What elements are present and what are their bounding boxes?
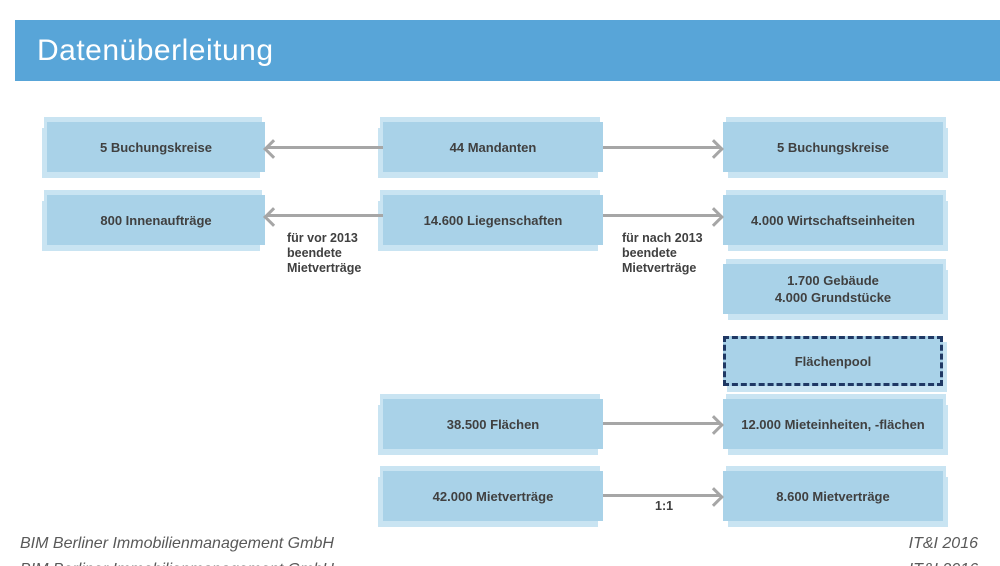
box-mietvertraege-8600: 8.600 Mietverträge: [723, 471, 943, 521]
box-label: 14.600 Liegenschaften: [423, 212, 563, 228]
arrow-mandanten-to-buchungskreise-left-icon: [267, 146, 383, 149]
footer-company-clipped: BIM Berliner Immobilienmanagement GmbH: [20, 561, 334, 566]
box-flaechen: 38.500 Flächen: [383, 399, 603, 449]
footer-event-clipped: IT&I 2016: [909, 561, 978, 566]
box-wirtschaftseinheiten: 4.000 Wirtschaftseinheiten: [723, 195, 943, 245]
box-flaechenpool: Flächenpool: [723, 336, 943, 386]
footer-company: BIM Berliner Immobilienmanagement GmbH: [20, 535, 334, 552]
box-label: 5 Buchungskreise: [100, 139, 212, 155]
box-mandanten: 44 Mandanten: [383, 122, 603, 172]
box-gebaeude-grundstuecke: 1.700 Gebäude 4.000 Grundstücke: [723, 264, 943, 314]
arrow-flaechen-to-mieteinheiten-icon: [603, 422, 720, 425]
footer-clipped-repeat: BIM Berliner Immobilienmanagement GmbH I…: [20, 561, 978, 566]
box-liegenschaften: 14.600 Liegenschaften: [383, 195, 603, 245]
label-vor-2013: für vor 2013 beendete Mietverträge: [287, 231, 362, 275]
footer: BIM Berliner Immobilienmanagement GmbH I…: [20, 535, 978, 553]
slide-title-bar: Datenüberleitung: [15, 20, 1000, 81]
box-mieteinheiten: 12.000 Mieteinheiten, -flächen: [723, 399, 943, 449]
arrow-mietvertraege-icon: [603, 494, 720, 497]
box-label: Flächenpool: [794, 353, 872, 369]
footer-event: IT&I 2016: [908, 535, 978, 552]
box-innenauftraege: 800 Innenaufträge: [47, 195, 265, 245]
box-buchungskreise-left: 5 Buchungskreise: [47, 122, 265, 172]
page-title: Datenüberleitung: [37, 33, 274, 67]
box-buchungskreise-right: 5 Buchungskreise: [723, 122, 943, 172]
arrow-liegenschaften-to-innenauftraege-icon: [267, 214, 383, 217]
box-label: 5 Buchungskreise: [777, 139, 889, 155]
arrow-mandanten-to-buchungskreise-right-icon: [603, 146, 720, 149]
box-label: 4.000 Wirtschaftseinheiten: [751, 212, 915, 228]
box-label: 1.700 Gebäude 4.000 Grundstücke: [774, 273, 892, 305]
box-mietvertraege-42000: 42.000 Mietverträge: [383, 471, 603, 521]
box-label: 8.600 Mietverträge: [776, 488, 890, 504]
label-nach-2013: für nach 2013 beendete Mietverträge: [622, 231, 703, 275]
label-ratio-1-1: 1:1: [655, 499, 674, 513]
box-label: 12.000 Mieteinheiten, -flächen: [741, 416, 925, 432]
box-label: 800 Innenaufträge: [100, 212, 212, 228]
box-label: 42.000 Mietverträge: [432, 488, 554, 504]
arrow-liegenschaften-to-wirtschaftseinheiten-icon: [603, 214, 720, 217]
box-label: 44 Mandanten: [449, 139, 537, 155]
box-label: 38.500 Flächen: [446, 416, 540, 432]
